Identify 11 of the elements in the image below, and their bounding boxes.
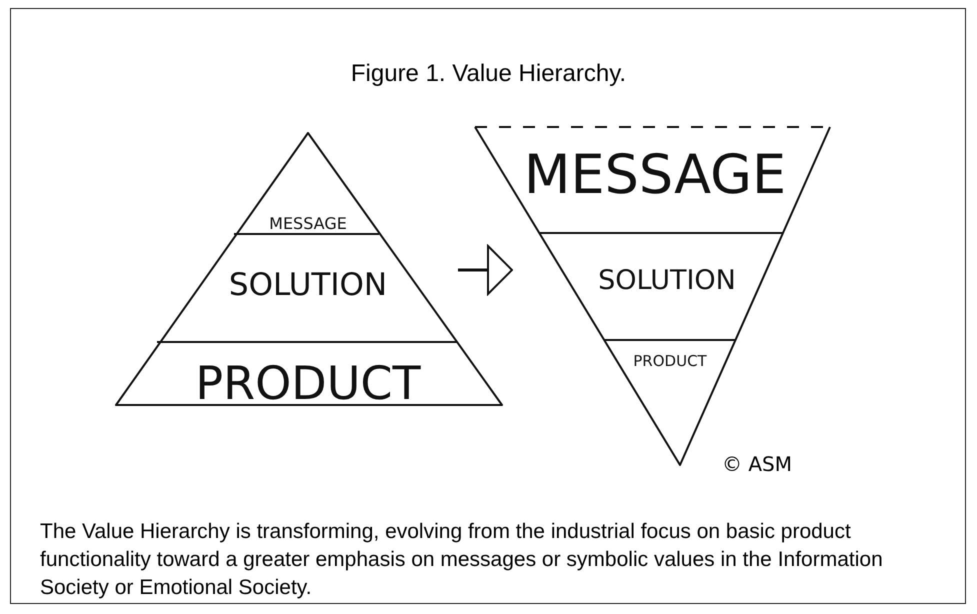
layer-label: SOLUTION bbox=[203, 265, 413, 305]
layer-label: SOLUTION bbox=[588, 260, 746, 300]
pyramid bbox=[113, 130, 505, 408]
layer-label: PRODUCT bbox=[615, 350, 725, 372]
signature-text: © ASM bbox=[722, 452, 792, 476]
layer-label: PRODUCT bbox=[163, 358, 453, 408]
layer-label: MESSAGE bbox=[263, 214, 353, 234]
layer-label: MESSAGE bbox=[510, 144, 800, 206]
figure-title: Figure 1. Value Hierarchy. bbox=[350, 60, 628, 88]
caption-text: The Value Hierarchy is transforming, evolving from the industrial focus on basic product functionality toward a greater emphasis on messages or symbolic values in the Information Society or Emotional Society. bbox=[40, 519, 884, 601]
arrow bbox=[458, 245, 513, 295]
